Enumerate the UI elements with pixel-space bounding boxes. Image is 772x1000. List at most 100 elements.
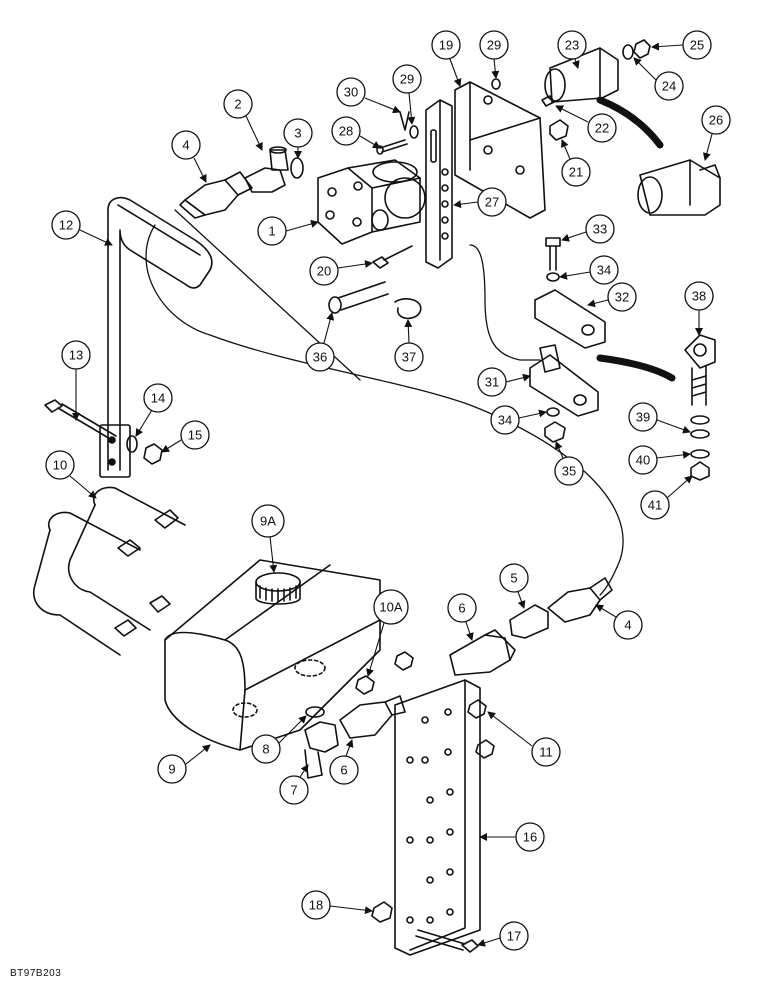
callout-c7: 7 [279, 764, 309, 805]
callout-leader-line [633, 57, 657, 81]
callout-c4b: 4 [595, 604, 643, 640]
callout-leader-line [666, 475, 693, 499]
callout-number: 39 [636, 410, 650, 425]
part-41-nut [690, 461, 710, 481]
callout-leader-line [561, 231, 587, 242]
callout-number: 40 [636, 453, 650, 468]
part-12-tube-loop [107, 196, 213, 471]
callout-circle [447, 593, 477, 623]
callout-c34a: 34 [559, 255, 619, 285]
callout-number: 25 [690, 38, 704, 53]
callout-c20: 20 [309, 256, 373, 286]
part-18-nut [371, 901, 393, 923]
callout-c15: 15 [161, 420, 210, 453]
callout-circle [682, 30, 712, 60]
callout-number: 1 [268, 224, 275, 239]
part-28-pin [376, 139, 408, 155]
callout-c30: 30 [336, 77, 401, 114]
callout-c35: 35 [554, 441, 584, 486]
part-37-clip [394, 298, 422, 320]
part-40-washer [690, 449, 710, 459]
callout-circle [479, 30, 509, 60]
part-26-valve-alt [637, 159, 721, 216]
part-31-clamp-lower [529, 344, 599, 417]
callout-number: 11 [539, 745, 553, 760]
callout-number: 19 [439, 38, 453, 53]
callout-c16: 16 [479, 822, 545, 852]
callout-c6a: 6 [447, 593, 477, 641]
callout-leader-line [269, 536, 278, 573]
callout-circle [373, 589, 409, 625]
callout-circle [490, 405, 520, 435]
callout-circle [499, 921, 529, 951]
callout-leader-line [407, 92, 416, 125]
callout-c19: 19 [431, 30, 462, 87]
callout-leader-line [505, 373, 531, 383]
callout-circle [336, 77, 366, 107]
callout-circle [477, 367, 507, 397]
callout-number: 34 [597, 263, 611, 278]
callout-leader-line [571, 58, 580, 69]
callout-leader-line [453, 200, 479, 209]
callout-leader-line [465, 621, 474, 641]
callout-c8: 8 [251, 715, 307, 764]
part-16-mounting-plate [394, 679, 481, 956]
callout-number: 6 [340, 763, 347, 778]
part-10A-nuts [355, 651, 414, 695]
callout-number: 9A [260, 514, 276, 529]
callout-c9: 9 [157, 744, 211, 784]
callout-circle [283, 118, 313, 148]
callout-circle [587, 113, 617, 143]
callout-number: 4 [624, 618, 631, 633]
callout-number: 22 [595, 121, 609, 136]
part-34-washer-upper [546, 272, 560, 282]
callout-c13: 13 [61, 340, 91, 421]
callout-c2: 2 [223, 89, 263, 151]
callout-circle [394, 342, 424, 372]
callout-c12: 12 [51, 210, 113, 246]
callout-circle [561, 157, 591, 187]
callout-circle [309, 256, 339, 286]
callout-number: 38 [692, 289, 706, 304]
callout-leader-line [561, 139, 571, 160]
callout-c22: 22 [555, 105, 617, 143]
part-29-washer [409, 78, 501, 139]
callout-number: 28 [339, 124, 353, 139]
callout-c17: 17 [477, 921, 529, 951]
callout-circle [305, 342, 335, 372]
callout-leader-line [449, 58, 462, 87]
callout-leader-line [555, 441, 564, 459]
callout-number: 14 [151, 391, 165, 406]
part-6-hose-end-upper [449, 629, 516, 676]
callout-circle [223, 89, 253, 119]
callout-number: 29 [400, 72, 414, 87]
callout-circle [589, 255, 619, 285]
part-23-valve [544, 47, 619, 103]
callout-circle [431, 30, 461, 60]
callout-number: 31 [485, 375, 499, 390]
part-3-o-ring [290, 157, 304, 179]
part-2-elbow-fitting [244, 146, 289, 193]
part-6-hose-end-lower [339, 695, 406, 739]
callout-circle [301, 890, 331, 920]
callout-leader-line [517, 591, 526, 609]
callout-number: 12 [59, 218, 73, 233]
callout-c5: 5 [499, 563, 529, 609]
callout-leader-line [345, 739, 354, 757]
callout-labels: 123445667899A1010A1112131415161718192021… [45, 30, 731, 951]
part-5-adapter [509, 604, 549, 639]
callout-c10: 10 [45, 450, 97, 499]
hydraulic-hose-lines [145, 209, 624, 596]
callout-circle [613, 610, 643, 640]
callout-circle [531, 737, 561, 767]
part-30-cotter [399, 111, 410, 131]
part-39-washers [690, 415, 710, 439]
callout-number: 34 [498, 413, 512, 428]
callout-number: 10A [379, 600, 402, 615]
callout-circle [180, 420, 210, 450]
callout-c9A: 9A [251, 504, 285, 573]
callout-number: 5 [510, 571, 517, 586]
callout-circle [607, 282, 637, 312]
callout-circle [515, 822, 545, 852]
